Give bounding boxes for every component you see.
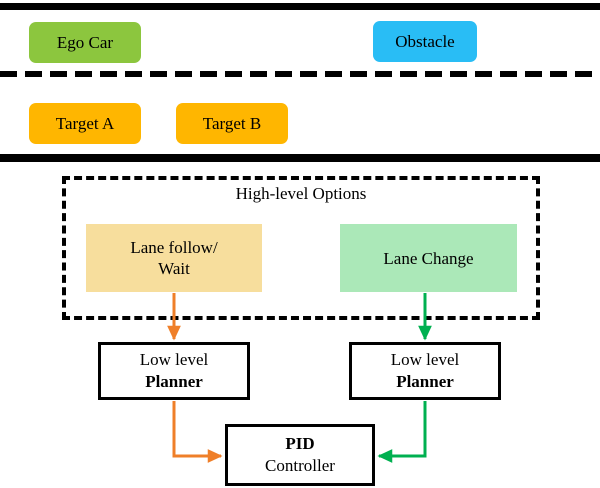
pid-controller-line2: Controller: [265, 456, 335, 475]
option-lane-follow-wait-line2: Wait: [158, 259, 190, 278]
arrow-planner-right-to-pid: [377, 401, 427, 463]
vehicle-target-b-label: Target B: [202, 114, 262, 133]
pid-controller-label: PID Controller: [265, 433, 335, 477]
pid-controller-box[interactable]: PID Controller: [225, 424, 375, 486]
vehicle-target-b[interactable]: Target B: [176, 103, 288, 144]
road-top-boundary-line: [0, 3, 600, 10]
low-level-planner-left-label: Low level Planner: [140, 349, 208, 393]
low-level-planner-right-line2: Planner: [396, 372, 454, 391]
high-level-options-group: [62, 176, 540, 320]
vehicle-target-a[interactable]: Target A: [29, 103, 141, 144]
low-level-planner-right-label: Low level Planner: [391, 349, 459, 393]
vehicle-target-a-label: Target A: [55, 114, 115, 133]
road-center-dashed-line: [0, 71, 600, 77]
low-level-planner-right[interactable]: Low level Planner: [349, 342, 501, 400]
option-lane-change[interactable]: Lane Change: [340, 224, 517, 292]
high-level-options-title: High-level Options: [235, 184, 367, 203]
vehicle-ego-car[interactable]: Ego Car: [29, 22, 141, 63]
low-level-planner-left[interactable]: Low level Planner: [98, 342, 250, 400]
low-level-planner-left-line2: Planner: [145, 372, 203, 391]
road-bottom-boundary-line: [0, 154, 600, 162]
vehicle-obstacle-label: Obstacle: [395, 32, 455, 51]
pid-controller-line1: PID: [285, 434, 315, 453]
vehicle-ego-car-label: Ego Car: [56, 33, 114, 52]
vehicle-obstacle[interactable]: Obstacle: [373, 21, 477, 62]
low-level-planner-left-line1: Low level: [139, 350, 209, 369]
arrow-planner-left-to-pid: [172, 401, 223, 463]
option-lane-follow-wait-label: Lane follow/ Wait: [130, 237, 217, 279]
option-lane-follow-wait-line1: Lane follow/: [130, 238, 218, 257]
low-level-planner-right-line1: Low level: [390, 350, 460, 369]
option-lane-change-label: Lane Change: [383, 248, 474, 268]
option-lane-follow-wait[interactable]: Lane follow/ Wait: [86, 224, 262, 292]
